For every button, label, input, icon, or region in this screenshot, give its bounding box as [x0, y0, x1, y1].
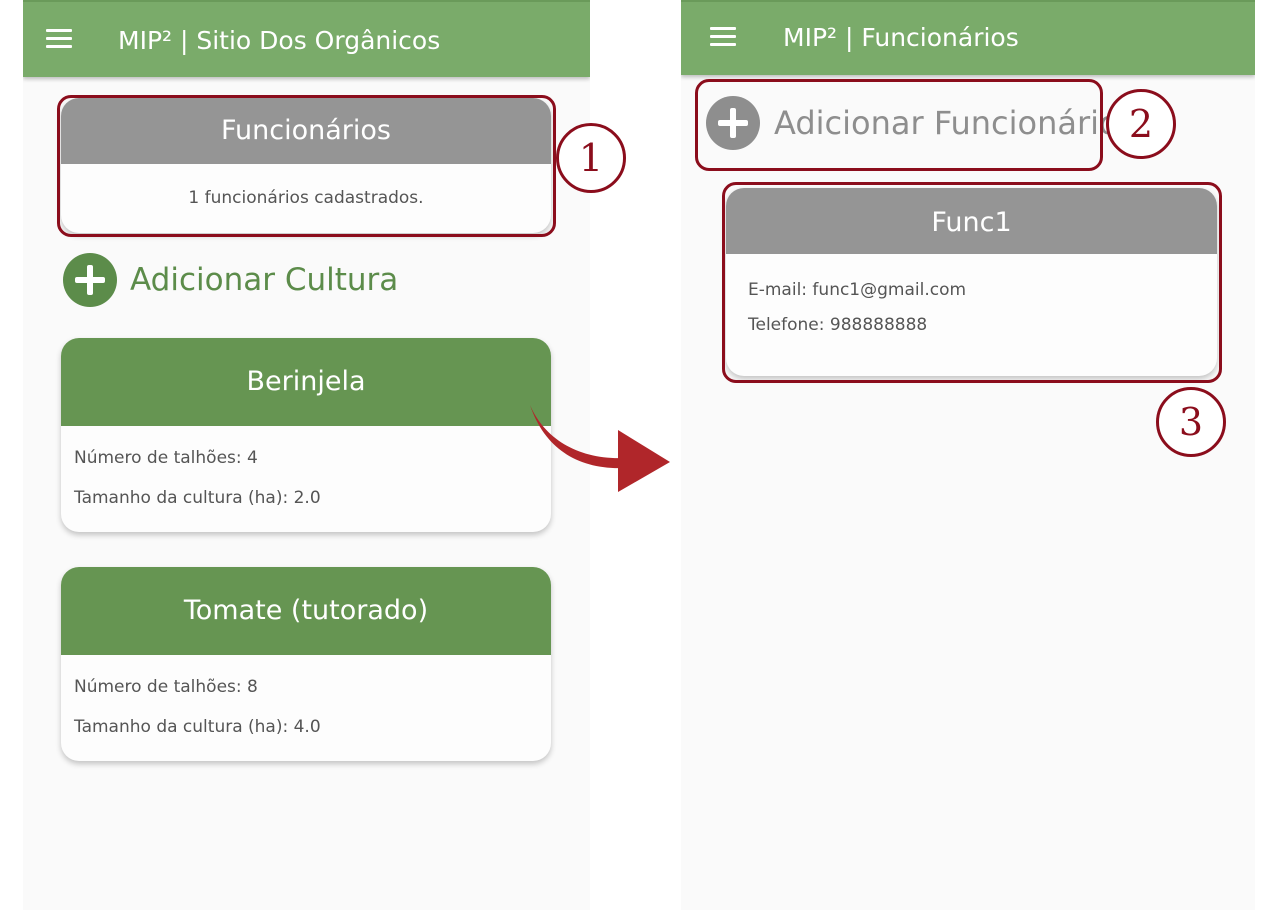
crop-card[interactable]: Berinjela Número de talhões: 4 Tamanho d… — [61, 338, 551, 532]
funcionarios-card-title: Funcionários — [61, 98, 551, 164]
add-funcionario-button[interactable]: Adicionar Funcionário — [706, 96, 1119, 150]
annotation-highlight-3 — [722, 182, 1222, 383]
annotation-badge-2: 2 — [1106, 89, 1176, 159]
crop-card-title: Berinjela — [61, 338, 551, 426]
hamburger-menu-icon[interactable] — [710, 27, 736, 47]
app-bar-title: MIP² | Funcionários — [783, 23, 1019, 52]
add-funcionario-label: Adicionar Funcionário — [774, 104, 1119, 142]
crop-tamanho: Tamanho da cultura (ha): 4.0 — [74, 717, 321, 737]
app-bar-title: MIP² | Sitio Dos Orgânicos — [118, 26, 441, 55]
crop-tamanho: Tamanho da cultura (ha): 2.0 — [74, 488, 321, 508]
employee-email: E-mail: func1@gmail.com — [748, 280, 967, 300]
add-cultura-button[interactable]: Adicionar Cultura — [63, 253, 398, 307]
curved-arrow-icon — [530, 405, 670, 492]
add-circle-icon — [706, 96, 760, 150]
crop-card[interactable]: Tomate (tutorado) Número de talhões: 8 T… — [61, 567, 551, 761]
crop-talhoes: Número de talhões: 4 — [74, 448, 258, 468]
add-cultura-label: Adicionar Cultura — [130, 262, 399, 298]
app-bar: MIP² | Funcionários — [681, 0, 1255, 75]
hamburger-menu-icon[interactable] — [46, 29, 72, 49]
employee-card[interactable]: Func1 E-mail: func1@gmail.com Telefone: … — [726, 188, 1217, 376]
funcionarios-card-summary: 1 funcionários cadastrados. — [188, 188, 424, 208]
annotation-badge-3: 3 — [1156, 387, 1226, 457]
annotation-highlight-2 — [695, 79, 1103, 171]
employee-phone: Telefone: 988888888 — [748, 315, 928, 335]
app-bar: MIP² | Sitio Dos Orgânicos — [23, 0, 590, 77]
annotation-badge-1: 1 — [556, 123, 626, 193]
annotation-highlight-1 — [57, 95, 556, 237]
left-screen: MIP² | Sitio Dos Orgânicos Funcionários … — [23, 0, 590, 910]
funcionarios-card[interactable]: Funcionários 1 funcionários cadastrados. — [61, 98, 551, 233]
add-circle-icon — [63, 253, 117, 307]
crop-card-title: Tomate (tutorado) — [61, 567, 551, 655]
crop-talhoes: Número de talhões: 8 — [74, 677, 258, 697]
employee-card-title: Func1 — [726, 188, 1217, 254]
